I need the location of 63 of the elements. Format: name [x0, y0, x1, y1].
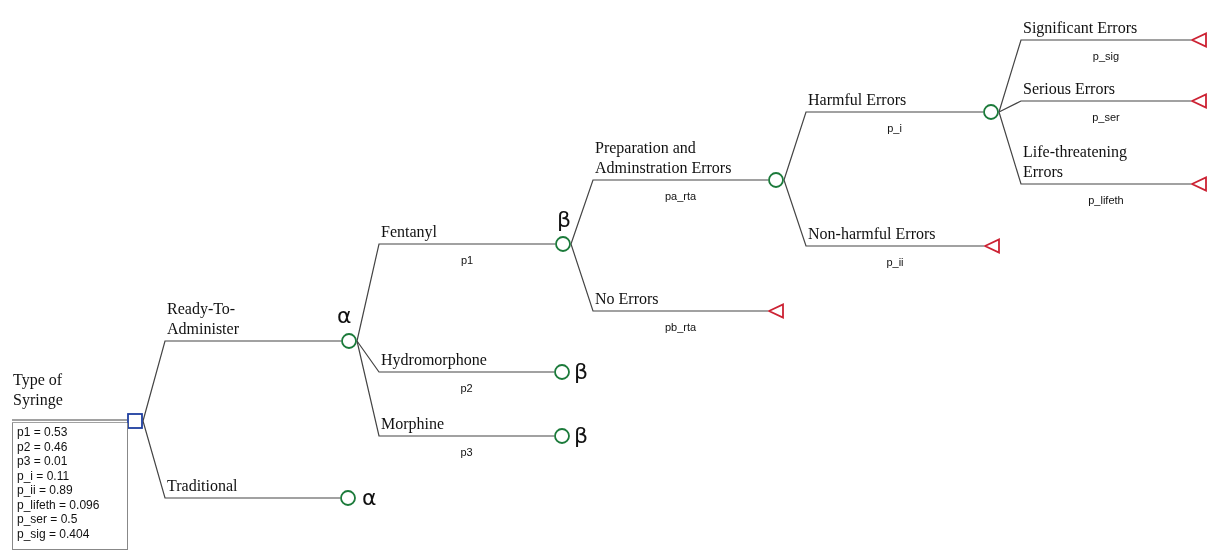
branch-line: [570, 243, 769, 312]
branch-label: Harmful Errors: [808, 90, 907, 110]
branch-label: Fentanyl: [381, 222, 437, 242]
parameter-value: p3 = 0.01: [17, 454, 69, 469]
terminal-triangle: [1191, 93, 1207, 109]
node-symbol: β: [574, 424, 589, 448]
branch-label: Serious Errors: [1023, 79, 1115, 99]
branch-label: Ready-To-Administer: [167, 299, 240, 339]
parameter-value: p_sig = 0.404: [17, 526, 91, 541]
parameter-value: p2 = 0.46: [17, 439, 69, 454]
branch-line: [783, 111, 984, 181]
branch-line: [570, 179, 769, 245]
branch-label: Preparation and Adminstration Errors: [595, 138, 733, 178]
branch-line: [998, 100, 1192, 113]
chance-circle: [983, 104, 999, 120]
parameter-value: p_ii = 0.89: [17, 483, 74, 498]
node-symbol: β: [557, 208, 572, 232]
branch-label: Significant Errors: [1023, 18, 1138, 38]
branch-label: Morphine: [381, 414, 445, 434]
branch-line: [356, 340, 555, 437]
probability-label: p3: [459, 446, 474, 458]
parameter-value: p_lifeth = 0.096: [17, 497, 101, 512]
probability-label: p_lifeth: [1087, 194, 1125, 206]
branch-label: Hydromorphone: [381, 350, 487, 370]
chance-circle: [554, 428, 570, 444]
decision-square: [127, 413, 143, 429]
parameter-value: p_i = 0.11: [17, 468, 71, 483]
terminal-triangle: [768, 303, 784, 319]
branch-line: [142, 340, 342, 422]
branch-line: [356, 340, 555, 373]
probability-label: p_i: [886, 122, 903, 134]
chance-circle: [340, 490, 356, 506]
branch-line: [356, 243, 556, 342]
branch-label: Non-harmful Errors: [808, 224, 936, 244]
branch-label: Traditional: [167, 476, 238, 496]
chance-circle: [554, 364, 570, 380]
chance-circle: [341, 333, 357, 349]
branch-line: [783, 179, 985, 247]
branch-label: Life-threatening Errors: [1023, 142, 1128, 182]
terminal-triangle: [984, 238, 1000, 254]
branch-line: [998, 111, 1192, 185]
probability-label: p_ser: [1091, 111, 1121, 123]
parameter-value: p1 = 0.53: [17, 425, 69, 440]
branch-line: [142, 420, 341, 499]
parameter-value: p_ser = 0.5: [17, 512, 79, 527]
branch-label: No Errors: [595, 289, 659, 309]
branch-line: [998, 39, 1192, 113]
node-symbol: β: [574, 360, 589, 384]
terminal-triangle: [1191, 176, 1207, 192]
connector-line: [11, 419, 128, 424]
node-symbol: α: [362, 486, 377, 510]
probability-label: p1: [459, 254, 475, 266]
tree-title: Type of Syringe: [13, 370, 64, 410]
chance-circle: [555, 236, 571, 252]
probability-label: p_ii: [885, 256, 905, 268]
node-symbol: α: [337, 304, 352, 328]
probability-label: p2: [459, 382, 474, 394]
probability-label: p_sig: [1091, 50, 1121, 62]
terminal-triangle: [1191, 32, 1207, 48]
parameter-list-box: [12, 423, 128, 550]
probability-label: pa_rta: [663, 190, 698, 202]
chance-circle: [768, 172, 784, 188]
probability-label: pb_rta: [663, 321, 698, 333]
